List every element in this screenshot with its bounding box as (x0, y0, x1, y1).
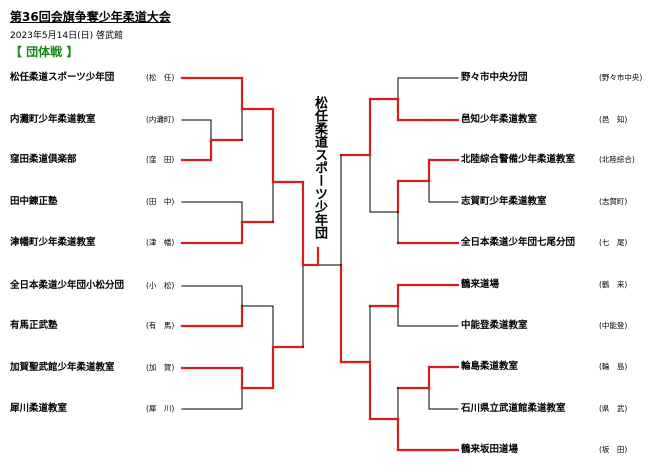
left-team-row: 有馬正武塾 (有 馬) (10, 318, 210, 334)
left-team-row: 全日本柔道少年団小松分団 (小 松) (10, 278, 210, 294)
team-abbreviation: (七 尾) (599, 238, 628, 247)
team-name: 全日本柔道少年団小松分団 (10, 280, 125, 291)
tournament-title: 第36回会旗争奪少年柔道大会 (10, 10, 171, 24)
right-team-row: 野々市中央分団 (野々市中央) (461, 70, 660, 86)
team-abbreviation: (北陸綜合) (599, 155, 635, 164)
team-abbreviation: (中能登) (599, 321, 628, 330)
team-abbreviation: (窪 田) (146, 155, 175, 164)
left-team-row: 津幡町少年柔道教室 (津 幡) (10, 235, 210, 251)
right-team-row: 鶴来坂田道場 (坂 田) (461, 442, 660, 458)
right-team-row: 志賀町少年柔道教室 (志賀町) (461, 194, 660, 210)
team-abbreviation: (野々市中央) (599, 73, 643, 82)
left-team-row: 窪田柔道倶楽部 (窪 田) (10, 152, 210, 168)
team-name: 松任柔道スポーツ少年団 (10, 72, 115, 83)
team-name: 加賀聖武館少年柔道教室 (10, 362, 115, 373)
team-name: 石川県立武道館柔道教室 (461, 403, 566, 414)
event-date: 2023年5月14日(日) (10, 31, 94, 41)
team-name: 田中錬正塾 (10, 196, 58, 207)
team-abbreviation: (輪 島) (599, 362, 628, 371)
team-abbreviation: (県 武) (599, 404, 628, 413)
left-team-row: 松任柔道スポーツ少年団 (松 任) (10, 70, 210, 86)
team-name: 邑知少年柔道教室 (461, 114, 538, 125)
team-abbreviation: (犀 川) (146, 404, 175, 413)
team-name: 犀川柔道教室 (10, 403, 68, 414)
right-team-row: 中能登柔道教室 (中能登) (461, 318, 660, 334)
team-name: 北陸綜合警備少年柔道教室 (461, 154, 576, 165)
team-abbreviation: (松 任) (146, 73, 175, 82)
team-abbreviation: (鶴 来) (599, 280, 628, 289)
right-team-row: 北陸綜合警備少年柔道教室 (北陸綜合) (461, 152, 660, 168)
left-team-row: 田中錬正塾 (田 中) (10, 194, 210, 210)
team-abbreviation: (小 松) (146, 281, 175, 290)
team-abbreviation: (津 幡) (146, 238, 175, 247)
team-name: 鶴来坂田道場 (461, 444, 519, 455)
team-name: 内灘町少年柔道教室 (10, 114, 96, 125)
right-team-row: 全日本柔道少年団七尾分団 (七 尾) (461, 235, 660, 251)
right-team-row: 輪島柔道教室 (輪 島) (461, 359, 660, 375)
champion-label: 松任柔道スポーツ少年団 (312, 96, 327, 239)
right-team-row: 邑知少年柔道教室 (邑 知) (461, 112, 660, 128)
left-team-row: 内灘町少年柔道教室 (内灘町) (10, 112, 210, 128)
left-team-row: 加賀聖武館少年柔道教室 (加 賀) (10, 360, 210, 376)
team-name: 鶴来道場 (461, 279, 500, 290)
right-team-row: 鶴来道場 (鶴 来) (461, 277, 660, 293)
team-name: 中能登柔道教室 (461, 320, 528, 331)
team-abbreviation: (坂 田) (599, 445, 628, 454)
team-name: 志賀町少年柔道教室 (461, 196, 547, 207)
event-category-label: 【 団体戦 】 (10, 45, 79, 59)
event-venue: 啓武館 (95, 31, 123, 41)
team-name: 有馬正武塾 (10, 320, 58, 331)
team-name: 全日本柔道少年団七尾分団 (461, 237, 576, 248)
left-team-row: 犀川柔道教室 (犀 川) (10, 401, 210, 417)
right-team-row: 石川県立武道館柔道教室 (県 武) (461, 401, 660, 417)
team-abbreviation: (有 馬) (146, 321, 175, 330)
team-abbreviation: (邑 知) (599, 115, 628, 124)
team-abbreviation: (田 中) (146, 197, 175, 206)
team-name: 野々市中央分団 (461, 72, 528, 83)
team-abbreviation: (加 賀) (146, 363, 175, 372)
event-date-venue: 2023年5月14日(日) 啓武館 (10, 28, 123, 41)
team-name: 津幡町少年柔道教室 (10, 237, 96, 248)
team-name: 窪田柔道倶楽部 (10, 154, 77, 165)
team-abbreviation: (内灘町) (146, 115, 175, 124)
team-abbreviation: (志賀町) (599, 197, 628, 206)
team-name: 輪島柔道教室 (461, 361, 519, 372)
